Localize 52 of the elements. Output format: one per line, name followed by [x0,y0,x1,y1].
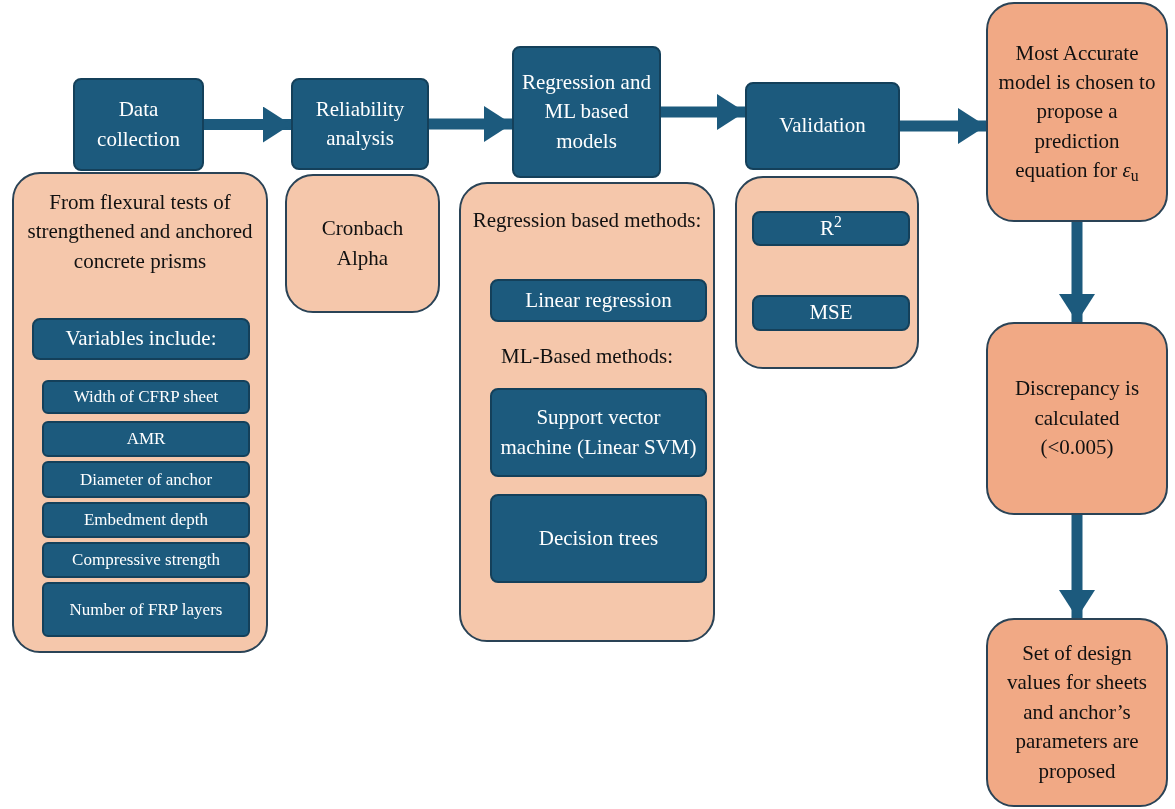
process-box [512,46,661,178]
process-box [986,618,1168,807]
process-box [42,421,250,457]
box-label: Regression and ML based models [522,68,651,155]
arrow [1059,222,1095,322]
process-box [986,2,1168,222]
box-label: Validation [779,112,866,140]
box-label: Compressive strength [72,549,220,572]
panel-text: From flexural tests of strengthened and anchored concrete prisms [26,189,254,275]
arrow [429,106,512,142]
box-label: Cronbach Alpha [320,215,405,272]
panel-text: ML-Based methods: [499,343,675,370]
process-box [42,542,250,578]
box-label: Width of CFRP sheet [73,386,219,409]
box-label: AMR [126,428,166,451]
box-label: Diameter of anchor [79,468,213,491]
process-box [42,502,250,538]
process-box [42,461,250,498]
panel-box [12,172,268,653]
box-label: Support vector machine (Linear SVM) [500,404,697,461]
box-label: R$^{2}$ [820,213,842,242]
box-label: Data collection [96,96,181,153]
process-box [42,582,250,637]
arrow [1059,515,1095,618]
box-label: MSE [809,299,853,327]
process-box [745,82,900,170]
box-label: Reliability analysis [314,95,406,152]
panel-text: Regression based methods: [471,207,703,234]
process-box [490,494,707,583]
process-box [490,388,707,477]
process-box [752,211,910,246]
box-label: Linear regression [525,286,672,314]
box-label: Number of FRP layers [69,598,223,621]
arrow [661,94,745,130]
process-box [73,78,204,171]
process-box [752,295,910,331]
panel-box [735,176,919,369]
process-box [986,322,1168,515]
panel-box [459,182,715,642]
box-label: Most Accurate model is chosen to propose a prediction equation for ε$_{u}$ [997,39,1157,186]
arrow [204,106,291,143]
panel-box [285,174,440,313]
box-label: Variables include: [65,325,217,353]
process-box [42,380,250,414]
box-label: Decision trees [538,524,659,552]
process-box [490,279,707,322]
arrow [900,108,986,144]
process-box [291,78,429,170]
box-label: Embedment depth [83,509,209,532]
process-box [32,318,250,360]
box-label: Discrepancy is calculated (<0.005) [1013,375,1141,462]
box-label: Set of design values for sheets and anchor’s parameters are proposed [1006,640,1148,785]
